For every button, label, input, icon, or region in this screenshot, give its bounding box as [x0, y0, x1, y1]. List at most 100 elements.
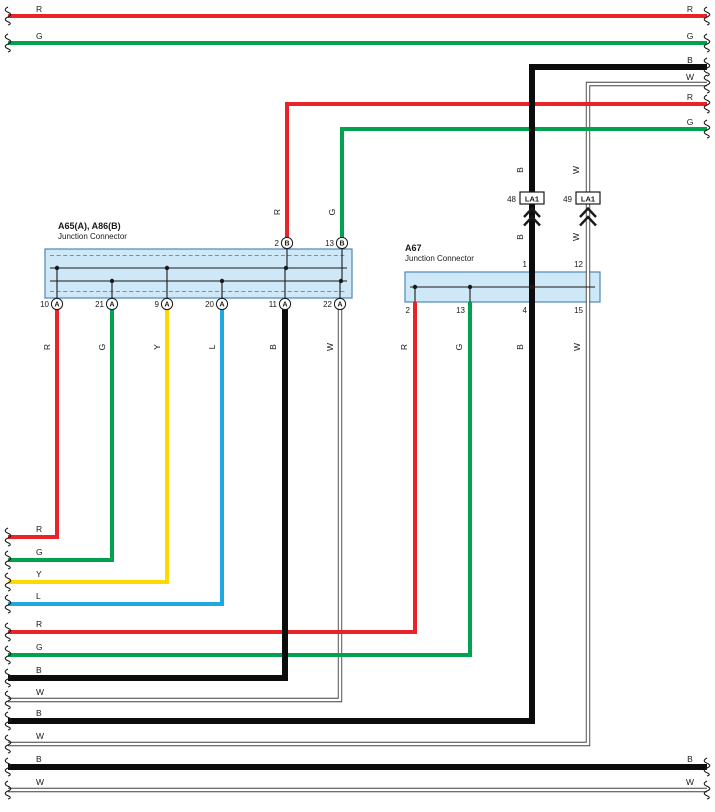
a65-junction-dots — [54, 265, 344, 284]
a65-pin13-circle — [335, 236, 349, 250]
a65-pin9-circle — [160, 297, 174, 311]
a67-pin13-number: 13 — [456, 306, 465, 315]
a65-pin13-number: 13 — [325, 239, 334, 248]
a65-internals — [50, 248, 347, 298]
label-left-w1: W — [36, 687, 44, 697]
wire-l-a65-pin20 — [8, 304, 224, 606]
a67-subtitle: Junction Connector — [405, 254, 474, 263]
tag-r-below-a67: R — [399, 344, 409, 350]
label-left-b2: B — [36, 708, 42, 718]
a67-pin4-number: 4 — [523, 306, 528, 315]
a65-pin11-circle — [278, 297, 292, 311]
label-left-b1: B — [36, 665, 42, 675]
label-top-left-r: R — [36, 4, 42, 14]
label-bottom-right-w: W — [686, 777, 694, 787]
tag-g-below-a65: G — [97, 344, 107, 351]
a65-pin10-housing: A — [54, 302, 59, 309]
label-right-g: G — [687, 117, 694, 127]
colored-wires — [8, 14, 707, 657]
inline-connector-chevron-icon — [523, 206, 541, 227]
wire-g-to-a65-pin13 — [340, 127, 707, 243]
a65-pin21-circle — [105, 297, 119, 311]
a65-pin21-number: 21 — [95, 300, 104, 309]
a67-internals — [410, 284, 595, 302]
a65-pin21-housing: A — [109, 302, 114, 309]
label-left-w2: W — [36, 731, 44, 741]
a65-pin2-housing: B — [284, 241, 289, 248]
label-top-right-g: G — [687, 31, 694, 41]
tag-b-above-la1: B — [515, 167, 525, 173]
a65-title: A65(A), A86(B) — [58, 221, 121, 231]
inline-connector-symbols — [519, 191, 601, 227]
wire-r-a67-pin2 — [8, 302, 417, 634]
a65-pin22-housing: A — [337, 302, 342, 309]
label-left-g1: G — [36, 547, 43, 557]
wire-y-a65-pin9 — [8, 304, 169, 584]
a65-junction-connector-box — [44, 248, 353, 299]
tag-w-above-la1: W — [571, 166, 581, 174]
a65-pin11-housing: A — [282, 302, 287, 309]
label-left-r1: R — [36, 524, 42, 534]
la1-48-pin-number: 48 — [507, 195, 516, 204]
label-left-r2: R — [36, 619, 42, 629]
label-bottom-right-b: B — [687, 754, 693, 764]
white-wires — [8, 81, 707, 793]
label-left-w3: W — [36, 777, 44, 787]
wire-b-a65-pin11 — [8, 304, 288, 681]
label-right-w: W — [686, 72, 694, 82]
tag-g-above-a65: G — [327, 209, 337, 216]
la1-48-code: LA1 — [525, 195, 539, 204]
tag-l-below-a65: L — [207, 344, 217, 349]
connector-housings — [44, 248, 601, 303]
a65-pin10-circle — [50, 297, 64, 311]
a67-pin12-number: 12 — [574, 260, 583, 269]
label-left-y: Y — [36, 569, 42, 579]
wire-r-a65-pin10 — [8, 304, 59, 539]
tag-b-below-la1: B — [515, 234, 525, 240]
a65-pin20-circle — [215, 297, 229, 311]
a67-title: A67 — [405, 243, 422, 253]
a65-pin9-housing: A — [164, 302, 169, 309]
tag-b-below-a65: B — [268, 344, 278, 350]
a65-pin-stubs — [56, 248, 343, 298]
tag-y-below-a65: Y — [152, 344, 162, 350]
a67-pin2-number: 2 — [406, 306, 411, 315]
a65-pin2-number: 2 — [275, 239, 280, 248]
la1-49-code: LA1 — [581, 195, 595, 204]
a65-pin-markers — [50, 236, 349, 311]
label-left-l: L — [36, 591, 41, 601]
a65-pin22-circle — [333, 297, 347, 311]
a67-pin15-number: 15 — [574, 306, 583, 315]
tag-w-below-a67: W — [572, 343, 582, 351]
label-left-b3: B — [36, 754, 42, 764]
la1-box-48 — [519, 191, 545, 205]
a65-pin10-number: 10 — [40, 300, 49, 309]
tag-w-below-la1: W — [571, 233, 581, 241]
a67-pin1-number: 1 — [523, 260, 528, 269]
inline-connector-chevron-icon — [579, 206, 597, 227]
label-top-left-g: G — [36, 31, 43, 41]
tag-b-below-a67: B — [515, 344, 525, 350]
la1-box-49 — [575, 191, 601, 205]
a65-pin9-number: 9 — [155, 300, 160, 309]
wire-w-a65-pin22 — [8, 304, 342, 702]
la1-49-pin-number: 49 — [563, 195, 572, 204]
tag-w-below-a65: W — [325, 343, 335, 351]
black-wires — [8, 64, 707, 770]
a67-junction-dots — [412, 284, 535, 290]
wire-b-right-vertical — [8, 64, 707, 724]
wire-r-to-a65-pin2 — [285, 102, 707, 243]
a65-pin13-housing: B — [339, 241, 344, 248]
label-top-right-r: R — [687, 4, 693, 14]
tag-r-below-a65: R — [42, 344, 52, 350]
label-left-g2: G — [36, 642, 43, 652]
wire-g-a65-pin21 — [8, 304, 114, 562]
label-right-b: B — [687, 55, 693, 65]
a65-subtitle: Junction Connector — [58, 232, 127, 241]
a65-pin2-circle — [280, 236, 294, 250]
label-right-r: R — [687, 92, 693, 102]
a65-pin20-housing: A — [219, 302, 224, 309]
tag-g-below-a67: G — [454, 344, 464, 351]
